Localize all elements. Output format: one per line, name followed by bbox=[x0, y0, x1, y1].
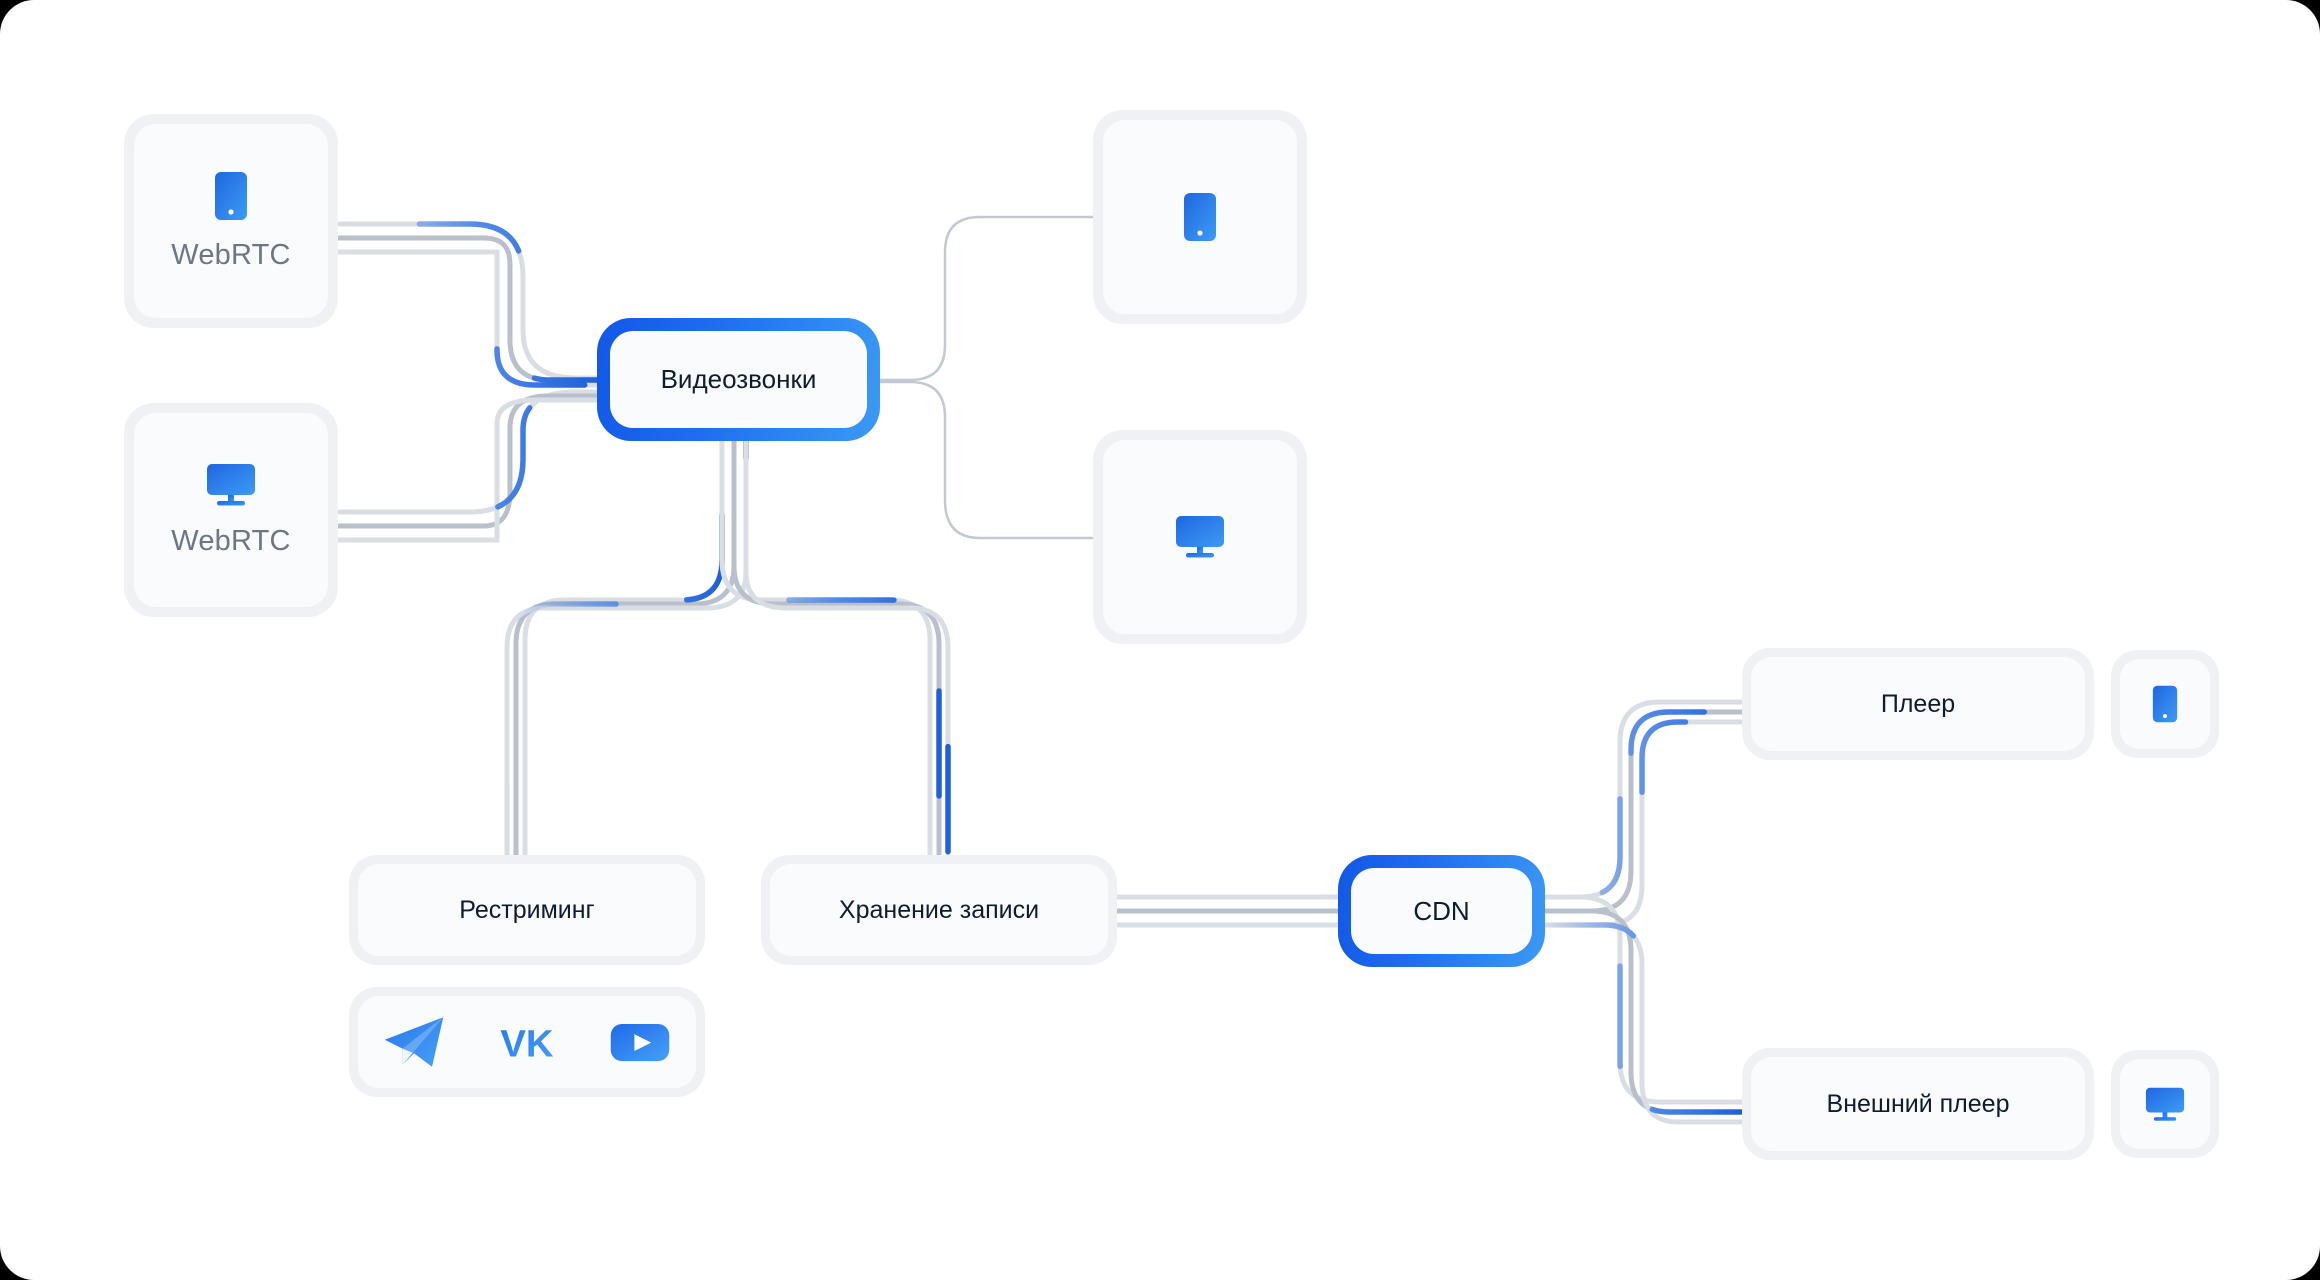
node-videocalls[interactable]: Видеозвонки bbox=[597, 318, 880, 441]
svg-text:VK: VK bbox=[500, 1023, 554, 1066]
node-label: Хранение записи bbox=[839, 896, 1039, 925]
node-label: WebRTC bbox=[171, 239, 290, 272]
desktop-monitor-icon bbox=[2145, 1087, 2185, 1122]
node-label: WebRTC bbox=[171, 525, 290, 558]
node-player-device[interactable] bbox=[2111, 650, 2219, 758]
edge-webrtc-desktop-to-videocalls bbox=[337, 392, 597, 540]
edge-cdn-to-player bbox=[1545, 702, 1742, 925]
edge-videocalls-to-restreaming bbox=[507, 440, 746, 868]
node-webrtc-mobile[interactable]: WebRTC bbox=[124, 114, 338, 328]
node-label: CDN bbox=[1413, 896, 1469, 927]
mobile-phone-icon bbox=[1183, 192, 1217, 242]
node-label: Внешний плеер bbox=[1827, 1090, 2010, 1119]
node-cdn[interactable]: CDN bbox=[1338, 855, 1545, 967]
edge-videocalls-to-storage bbox=[722, 440, 948, 868]
edge-webrtc-mobile-to-videocalls bbox=[337, 224, 597, 385]
vk-icon[interactable]: VK bbox=[491, 1006, 563, 1078]
node-storage[interactable]: Хранение записи bbox=[761, 855, 1117, 965]
node-external-player[interactable]: Внешний плеер bbox=[1742, 1048, 2094, 1160]
mobile-phone-icon bbox=[2152, 685, 2178, 723]
edge-cdn-to-external-player bbox=[1545, 897, 1742, 1122]
mobile-phone-icon bbox=[214, 171, 248, 221]
youtube-icon[interactable] bbox=[604, 1006, 676, 1078]
edge-storage-to-cdn bbox=[1117, 897, 1338, 925]
node-label: Рестриминг bbox=[459, 896, 594, 925]
edge-videocalls-to-out-desktop bbox=[880, 382, 1093, 538]
edge-videocalls-to-out-mobile bbox=[880, 217, 1093, 380]
telegram-icon[interactable] bbox=[378, 1006, 450, 1078]
node-player[interactable]: Плеер bbox=[1742, 648, 2094, 760]
node-external-player-device[interactable] bbox=[2111, 1050, 2219, 1158]
node-label: Плеер bbox=[1881, 690, 1955, 719]
node-out-desktop[interactable] bbox=[1093, 430, 1307, 644]
desktop-monitor-icon bbox=[1175, 515, 1225, 559]
social-platforms-group[interactable]: VK bbox=[349, 987, 705, 1097]
node-label: Видеозвонки bbox=[661, 364, 817, 395]
node-restreaming[interactable]: Рестриминг bbox=[349, 855, 705, 965]
node-out-mobile[interactable] bbox=[1093, 110, 1307, 324]
node-webrtc-desktop[interactable]: WebRTC bbox=[124, 403, 338, 617]
desktop-monitor-icon bbox=[206, 463, 256, 507]
